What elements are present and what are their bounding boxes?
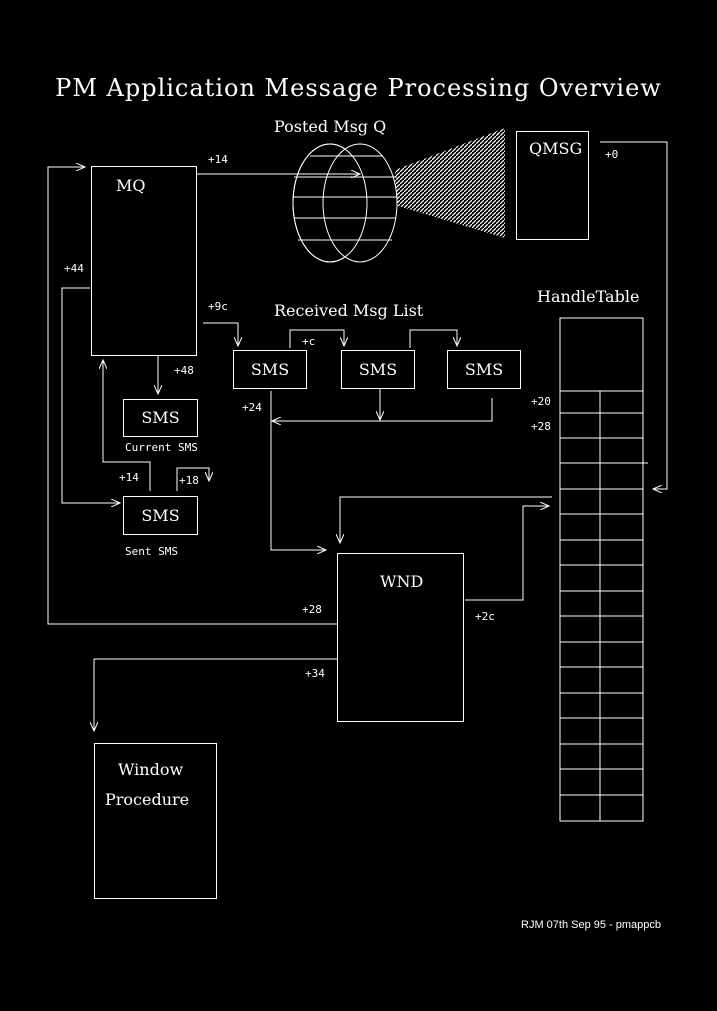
offset-sms-link: +c — [302, 335, 316, 348]
queue-beam — [395, 128, 505, 238]
offset-qmsg-to-table: +0 — [605, 148, 619, 161]
received-sms-box-3: SMS — [447, 350, 521, 389]
sent-sms-caption: Sent SMS — [125, 545, 178, 558]
offset-wnd-proc: +34 — [305, 667, 325, 680]
offset-sent-18: +18 — [179, 474, 199, 487]
received-sms-label-3: SMS — [464, 359, 504, 379]
offset-mq-current: +48 — [174, 364, 194, 377]
window-procedure-box — [94, 743, 217, 899]
wnd-label: WND — [380, 572, 424, 591]
diagram-title: PM Application Message Processing Overvi… — [55, 74, 662, 102]
mq-box — [91, 166, 197, 356]
posted-msg-q-label: Posted Msg Q — [274, 117, 387, 136]
mq-label: MQ — [116, 176, 146, 195]
offset-sent-14: +14 — [119, 471, 139, 484]
offset-mq-received: +9c — [208, 300, 228, 313]
received-sms-box-1: SMS — [233, 350, 307, 389]
window-procedure-line2: Procedure — [105, 790, 190, 809]
offset-table-20: +20 — [531, 395, 551, 408]
offset-mq-to-queue: +14 — [208, 153, 228, 166]
offset-table-28: +28 — [531, 420, 551, 433]
sent-sms-box: SMS — [123, 496, 198, 535]
offset-mq-sent: +44 — [64, 262, 84, 275]
handle-table-label: HandleTable — [537, 287, 640, 306]
offset-wnd-mq: +28 — [302, 603, 322, 616]
received-msg-list-label: Received Msg List — [274, 301, 424, 320]
current-sms-caption: Current SMS — [125, 441, 198, 454]
qmsg-box — [516, 131, 589, 240]
offset-received-to-wnd: +24 — [242, 401, 262, 414]
received-sms-label-1: SMS — [250, 359, 290, 379]
current-sms-box: SMS — [123, 399, 198, 437]
sent-sms-label: SMS — [141, 505, 180, 525]
posted-msg-queue-ring — [292, 143, 398, 263]
qmsg-label: QMSG — [529, 139, 583, 158]
handle-table-grid — [559, 317, 648, 822]
credit-line: RJM 07th Sep 95 - pmappcb — [521, 919, 662, 931]
window-procedure-line1: Window — [118, 760, 184, 779]
offset-wnd-table: +2c — [475, 610, 495, 623]
received-sms-label-2: SMS — [358, 359, 398, 379]
wnd-box — [337, 553, 464, 722]
current-sms-label: SMS — [141, 408, 180, 427]
received-sms-box-2: SMS — [341, 350, 415, 389]
